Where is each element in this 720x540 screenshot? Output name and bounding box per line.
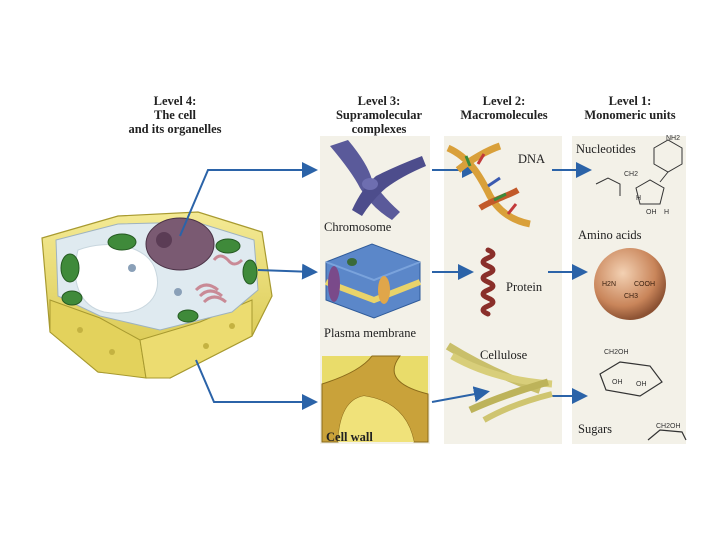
sugar-structure [599, 361, 687, 441]
arrow-to-cell-wall [195, 359, 318, 410]
arrow-to-chromosome [179, 162, 318, 237]
header-level4-line3: and its organelles [128, 122, 222, 136]
plant-cell-illustration [41, 211, 273, 379]
header-level1-line1: Level 1: [608, 94, 652, 108]
chem-oh-3: OH [636, 381, 647, 388]
nucleotide-structure [595, 139, 683, 205]
arrow-wall-cellulose [431, 386, 490, 403]
label-nucleotides: Nucleotides [576, 142, 636, 156]
header-level3-line3: complexes [351, 122, 407, 136]
chem-ch3: CH3 [624, 293, 638, 300]
cellulose-illustration [445, 342, 553, 423]
header-level2: Level 2: Macromolecules [444, 94, 564, 122]
plasma-membrane-illustration [324, 243, 422, 319]
header-level4-line2: The cell [153, 108, 196, 122]
chem-h-2: H [664, 209, 669, 216]
chem-ch2oh-1: CH2OH [604, 349, 629, 356]
header-level1-line2: Monomeric units [584, 108, 676, 122]
chem-ch2: CH2 [624, 171, 638, 178]
label-sugars: Sugars [578, 422, 613, 436]
label-chromosome: Chromosome [324, 220, 392, 234]
chem-oh-1: OH [646, 209, 657, 216]
chem-h2n: H2N [602, 281, 616, 288]
header-level4-line1: Level 4: [153, 94, 197, 108]
amino-acid-sphere [594, 248, 666, 320]
chem-nh2: NH2 [666, 135, 680, 142]
header-level4: Level 4: The cell and its organelles [112, 94, 238, 136]
header-level2-line2: Macromolecules [460, 108, 548, 122]
protein-illustration [480, 247, 496, 317]
label-dna: DNA [518, 152, 546, 166]
header-level2-line1: Level 2: [482, 94, 526, 108]
chem-h-1: H [636, 195, 641, 202]
header-level1: Level 1: Monomeric units [568, 94, 692, 122]
panel-level2 [444, 136, 562, 444]
chromosome-illustration [330, 140, 426, 220]
chem-cooh: COOH [634, 281, 655, 288]
chem-oh-2: OH [612, 379, 623, 386]
label-protein: Protein [506, 280, 543, 294]
label-amino-acids: Amino acids [578, 228, 642, 242]
label-plasma-membrane: Plasma membrane [324, 326, 416, 340]
dna-illustration [446, 142, 531, 228]
header-level3-line2: Supramolecular [335, 108, 423, 122]
header-level3: Level 3: Supramolecular complexes [318, 94, 440, 136]
arrow-to-membrane [257, 263, 318, 280]
chem-ch2oh-2: CH2OH [656, 423, 681, 430]
label-cell-wall: Cell wall [326, 430, 373, 444]
label-cellulose: Cellulose [480, 348, 528, 362]
cell-wall-illustration [321, 355, 429, 443]
header-level3-line1: Level 3: [357, 94, 401, 108]
